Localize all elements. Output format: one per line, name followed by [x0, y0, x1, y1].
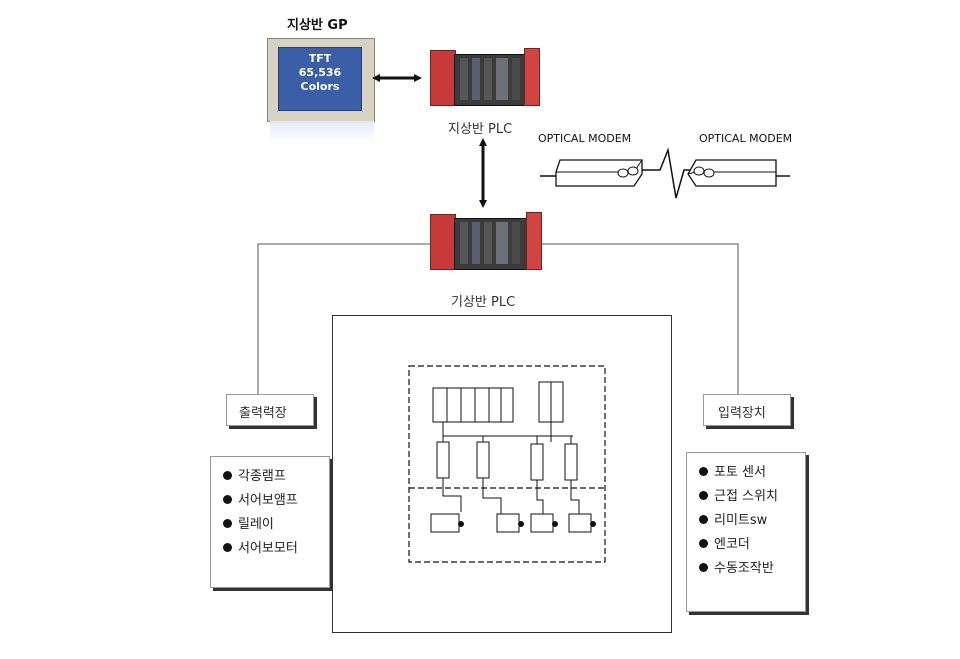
gp-screen-line: 65,536	[298, 66, 342, 79]
bullet-icon	[223, 471, 232, 480]
bullet-icon	[699, 563, 708, 572]
list-item: 포토 센서	[699, 461, 778, 485]
gp-panel: TFT 65,536 Colors	[267, 38, 375, 122]
gp-screen-line: Colors	[300, 80, 340, 93]
bullet-icon	[699, 515, 708, 524]
upper-plc-rack	[430, 48, 540, 106]
lower-plc-rack	[430, 212, 542, 270]
modem-wire-zigzag	[640, 147, 690, 199]
arrow-head-icon	[414, 74, 422, 82]
upper-plc-label: 지상반 PLC	[448, 122, 513, 137]
bullet-icon	[223, 495, 232, 504]
list-item: 서어보모터	[223, 537, 298, 561]
list-item: 각종램프	[223, 465, 298, 489]
input-list-box: 포토 센서 근접 스위치 리미트sw 엔코더 수동조작반	[686, 452, 806, 612]
arrow-head-icon	[479, 200, 487, 208]
optical-modem-right	[687, 159, 777, 187]
input-title: 입력장치	[718, 406, 766, 421]
output-wire	[257, 243, 430, 400]
gp-title: 지상반 GP	[287, 18, 348, 33]
list-item: 리미트sw	[699, 509, 778, 533]
lower-plc-label: 기상반 PLC	[451, 295, 516, 310]
gp-reflection	[270, 121, 374, 143]
list-item: 근접 스위치	[699, 485, 778, 509]
gp-screen-line: TFT	[308, 52, 332, 65]
output-list-box: 각종램프 서어보앰프 릴레이 서어보모터	[210, 456, 330, 588]
bullet-icon	[699, 491, 708, 500]
optical-modem-left	[555, 159, 643, 187]
output-title-box: 출력력장	[226, 394, 314, 426]
input-wire	[540, 243, 739, 400]
list-item: 수동조작반	[699, 557, 778, 581]
output-title: 출력력장	[239, 406, 287, 421]
bullet-icon	[699, 539, 708, 548]
input-title-box: 입력장치	[703, 394, 791, 426]
list-item: 서어보앰프	[223, 489, 298, 513]
optical-modem-left-label: OPTICAL MODEM	[538, 132, 632, 145]
system-schematic	[408, 365, 606, 563]
system-diagram-frame	[332, 315, 672, 633]
list-item: 릴레이	[223, 513, 298, 537]
bullet-icon	[223, 519, 232, 528]
bullet-icon	[223, 543, 232, 552]
arrow-head-icon	[479, 138, 487, 146]
gp-screen: TFT 65,536 Colors	[278, 47, 362, 111]
input-list: 포토 센서 근접 스위치 리미트sw 엔코더 수동조작반	[699, 461, 778, 581]
bullet-icon	[699, 467, 708, 476]
list-item: 엔코더	[699, 533, 778, 557]
optical-modem-right-label: OPTICAL MODEM	[699, 132, 793, 145]
arrow-head-icon	[372, 74, 380, 82]
output-list: 각종램프 서어보앰프 릴레이 서어보모터	[223, 465, 298, 561]
